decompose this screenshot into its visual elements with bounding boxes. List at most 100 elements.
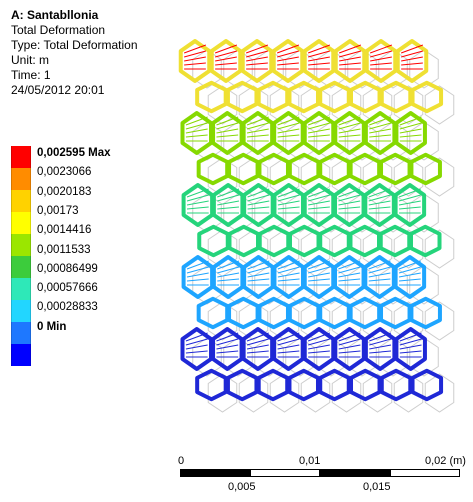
inner-strut bbox=[247, 200, 270, 206]
deformed-cell bbox=[256, 80, 290, 114]
inner-strut bbox=[401, 50, 423, 58]
undeformed-cell bbox=[300, 301, 331, 341]
inner-strut bbox=[217, 266, 240, 274]
inner-strut bbox=[184, 50, 206, 58]
undeformed-cell bbox=[238, 85, 269, 125]
inner-strut bbox=[277, 62, 299, 66]
deformed-cell bbox=[195, 368, 228, 402]
deformed-mesh-view[interactable] bbox=[165, 37, 465, 427]
deformed-cell bbox=[211, 327, 244, 371]
deformed-cell bbox=[349, 80, 382, 114]
inner-strut bbox=[338, 278, 361, 282]
deformed-cell bbox=[333, 327, 366, 371]
inner-strut bbox=[399, 344, 422, 350]
undeformed-cell bbox=[393, 85, 424, 125]
inner-strut bbox=[185, 344, 208, 350]
undeformed-cell bbox=[362, 157, 393, 197]
inner-strut bbox=[368, 188, 391, 198]
inner-strut bbox=[400, 44, 424, 54]
deformed-cell bbox=[178, 39, 212, 83]
inner-strut bbox=[247, 260, 270, 270]
inner-strut bbox=[247, 278, 270, 282]
scale-label-0-005: 0,005 bbox=[228, 481, 256, 493]
deformed-cell bbox=[395, 39, 429, 83]
inner-strut bbox=[308, 206, 330, 210]
result-unit: Unit: m bbox=[11, 53, 50, 67]
result-timestamp: 24/05/2012 20:01 bbox=[11, 83, 105, 97]
inner-strut bbox=[370, 56, 392, 62]
undeformed-cell bbox=[362, 229, 393, 269]
inner-strut bbox=[217, 260, 240, 270]
undeformed-cell bbox=[362, 373, 393, 413]
scale-label-0: 0 bbox=[178, 455, 185, 467]
deformed-cell bbox=[318, 80, 351, 114]
inner-strut bbox=[247, 266, 270, 274]
undeformed-cell bbox=[207, 85, 238, 125]
inner-strut bbox=[308, 200, 330, 206]
inner-strut bbox=[246, 62, 268, 66]
inner-strut bbox=[216, 134, 239, 138]
inner-strut bbox=[277, 128, 300, 134]
inner-strut bbox=[185, 338, 208, 346]
inner-strut bbox=[398, 266, 421, 274]
inner-strut bbox=[214, 44, 238, 54]
inner-strut bbox=[247, 188, 270, 198]
inner-strut bbox=[398, 188, 421, 198]
legend-value-label: 0,00028833 bbox=[37, 301, 98, 314]
legend-swatch bbox=[11, 212, 31, 234]
scale-segment-1 bbox=[180, 469, 250, 477]
inner-strut bbox=[277, 134, 300, 138]
legend-max-label: 0,002595 Max bbox=[37, 147, 111, 159]
inner-strut bbox=[215, 62, 237, 66]
inner-strut bbox=[277, 206, 300, 210]
inner-strut bbox=[216, 116, 239, 126]
inner-strut bbox=[276, 44, 300, 54]
inner-strut bbox=[186, 278, 209, 282]
inner-strut bbox=[308, 272, 330, 278]
inner-strut bbox=[308, 338, 330, 346]
undeformed-cell bbox=[331, 373, 362, 413]
inner-strut bbox=[368, 278, 391, 282]
legend-swatch bbox=[11, 168, 31, 190]
deformed-cell bbox=[410, 368, 444, 402]
undeformed-cell bbox=[393, 157, 424, 197]
inner-strut bbox=[308, 350, 330, 354]
scale-segment-2 bbox=[250, 469, 320, 477]
undeformed-cell bbox=[238, 373, 269, 413]
inner-strut bbox=[338, 200, 361, 206]
inner-strut bbox=[308, 278, 330, 282]
inner-strut bbox=[308, 134, 330, 138]
inner-strut bbox=[247, 272, 270, 278]
inner-strut bbox=[308, 194, 330, 202]
inner-strut bbox=[186, 194, 209, 202]
deformed-cell bbox=[241, 327, 275, 371]
undeformed-cell bbox=[331, 301, 362, 341]
inner-strut bbox=[217, 272, 240, 278]
deformed-cell bbox=[272, 327, 305, 371]
deformed-cell bbox=[196, 152, 230, 186]
inner-strut bbox=[369, 116, 392, 126]
inner-strut bbox=[247, 206, 270, 210]
inner-strut bbox=[215, 56, 237, 62]
deformed-cell bbox=[302, 39, 336, 83]
inner-strut bbox=[186, 188, 209, 198]
deformed-cell bbox=[209, 39, 243, 83]
inner-strut bbox=[184, 62, 206, 66]
inner-strut bbox=[399, 128, 422, 134]
inner-strut bbox=[370, 50, 392, 58]
legend-value-label: 0,00057666 bbox=[37, 282, 98, 295]
deformed-cell bbox=[393, 255, 427, 299]
inner-strut bbox=[338, 134, 361, 138]
inner-strut bbox=[338, 116, 361, 126]
result-name: Total Deformation bbox=[11, 23, 106, 37]
deformed-cell bbox=[348, 224, 382, 258]
inner-strut bbox=[277, 266, 300, 274]
inner-strut bbox=[246, 122, 269, 130]
inner-strut bbox=[369, 122, 392, 130]
deformed-cell bbox=[364, 39, 398, 83]
undeformed-cell bbox=[393, 301, 424, 341]
inner-strut bbox=[277, 332, 300, 342]
inner-strut bbox=[338, 350, 361, 354]
